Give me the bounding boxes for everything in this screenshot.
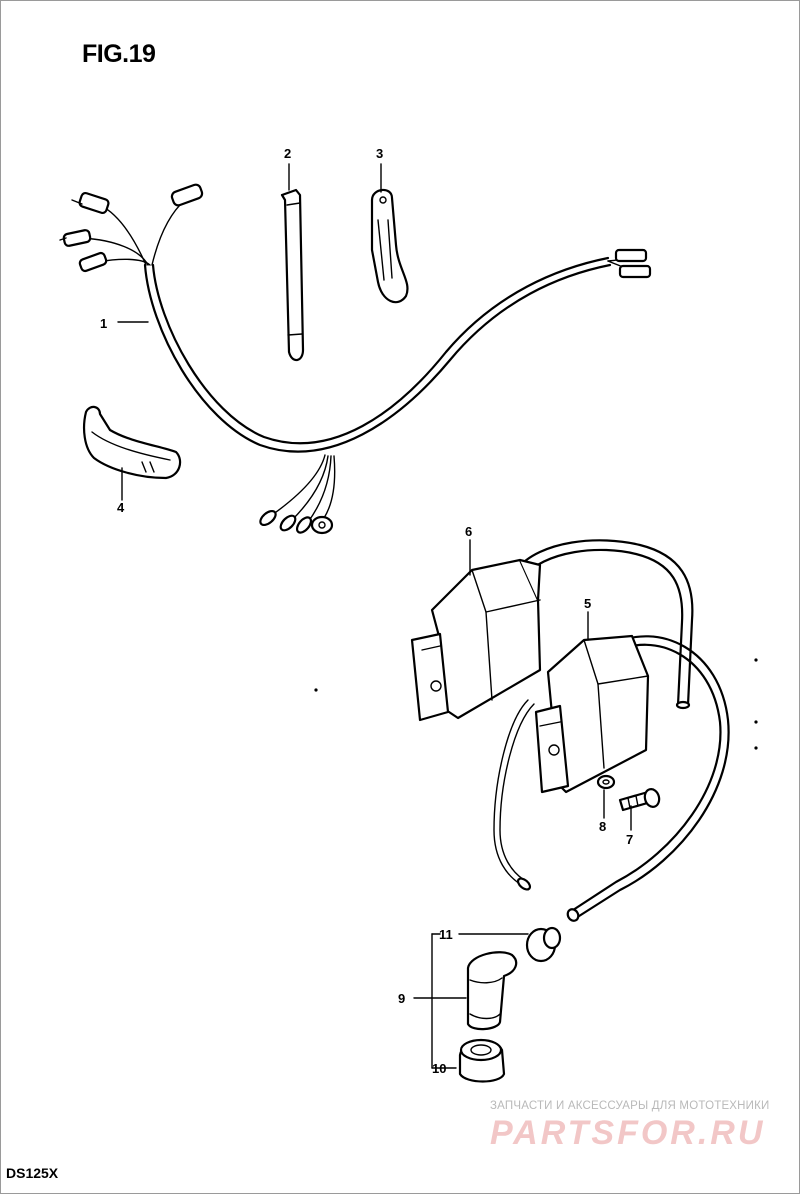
screw-part[interactable] — [618, 787, 661, 812]
spark-plug-cap-part[interactable] — [466, 951, 518, 1031]
callout-10: 10 — [432, 1061, 446, 1076]
washer-part[interactable] — [596, 774, 616, 790]
watermark-logo: PARTSFOR.RU — [490, 1114, 766, 1152]
callout-5: 5 — [584, 596, 591, 611]
leader-lines — [117, 163, 632, 1069]
cap-cover-part[interactable] — [458, 1038, 506, 1083]
callout-3: 3 — [376, 146, 383, 161]
clamp-part[interactable] — [370, 188, 409, 304]
seal-part[interactable] — [525, 926, 562, 963]
band-strap-part[interactable] — [280, 188, 305, 362]
callout-11: 11 — [439, 927, 453, 942]
ignition-coil-rear-part[interactable] — [410, 539, 694, 722]
callout-1: 1 — [100, 316, 107, 331]
callout-8: 8 — [599, 819, 606, 834]
watermark-text: ЗАПЧАСТИ И АКСЕССУАРЫ ДЛЯ МОТОТЕХНИКИ — [490, 1100, 770, 1112]
ignition-coil-front-part[interactable] — [493, 634, 730, 923]
figure-title: FIG.19 — [82, 40, 156, 68]
holder-bracket-part[interactable] — [83, 405, 182, 480]
wiring-harness-part[interactable] — [59, 183, 652, 535]
callout-4: 4 — [117, 500, 125, 515]
callout-6: 6 — [465, 524, 472, 539]
callout-7: 7 — [626, 832, 633, 847]
callout-2: 2 — [284, 146, 291, 161]
callout-9: 9 — [398, 991, 405, 1006]
model-code: DS125X — [6, 1165, 59, 1181]
